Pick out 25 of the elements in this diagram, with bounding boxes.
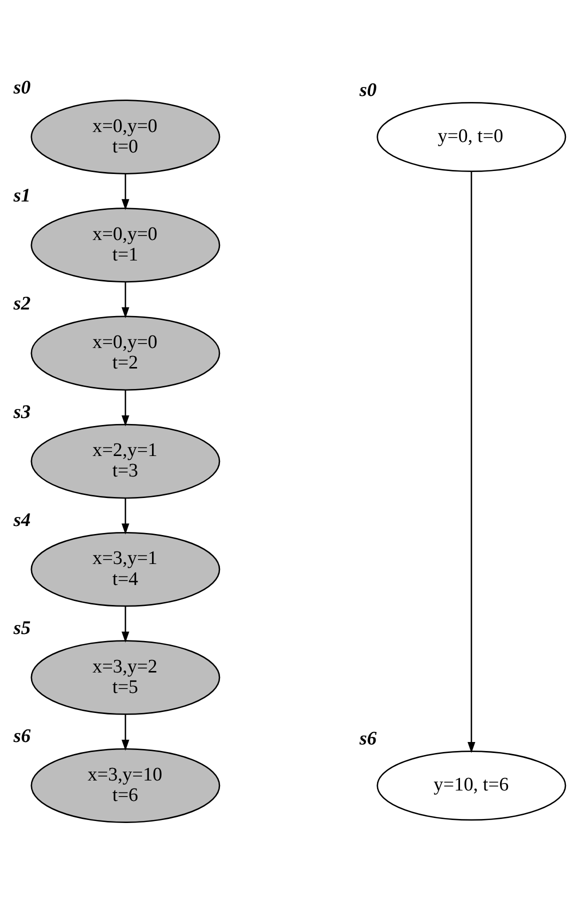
node-label: s4: [14, 510, 31, 531]
arrow: [122, 390, 130, 426]
node-ellipse: x=0,y=0 t=1: [30, 208, 220, 282]
node-label: s5: [14, 618, 31, 640]
node-label: s0: [360, 80, 377, 102]
arrow: [122, 498, 130, 534]
node-ellipse: x=0,y=0 t=0: [30, 100, 220, 174]
arrow: [468, 172, 476, 754]
node-ellipse: y=10, t=6: [376, 750, 566, 821]
arrow: [122, 606, 130, 643]
node-label: s6: [14, 726, 31, 748]
node-ellipse: x=0,y=0 t=2: [30, 316, 220, 391]
node-label: s2: [14, 294, 31, 315]
node-ellipse: x=3,y=2 t=5: [30, 640, 220, 715]
node-ellipse: x=3,y=1 t=4: [30, 532, 220, 607]
node-label: s0: [14, 77, 31, 98]
node-ellipse: x=3,y=10 t=6: [30, 748, 220, 824]
node-ellipse: y=0, t=0: [376, 102, 566, 172]
node-label: s6: [360, 728, 377, 750]
arrow: [122, 174, 130, 210]
arrow: [122, 282, 130, 318]
node-label: s3: [14, 402, 31, 423]
node-ellipse: x=2,y=1 t=3: [30, 424, 220, 499]
arrow: [122, 714, 130, 751]
node-label: s1: [14, 186, 31, 207]
